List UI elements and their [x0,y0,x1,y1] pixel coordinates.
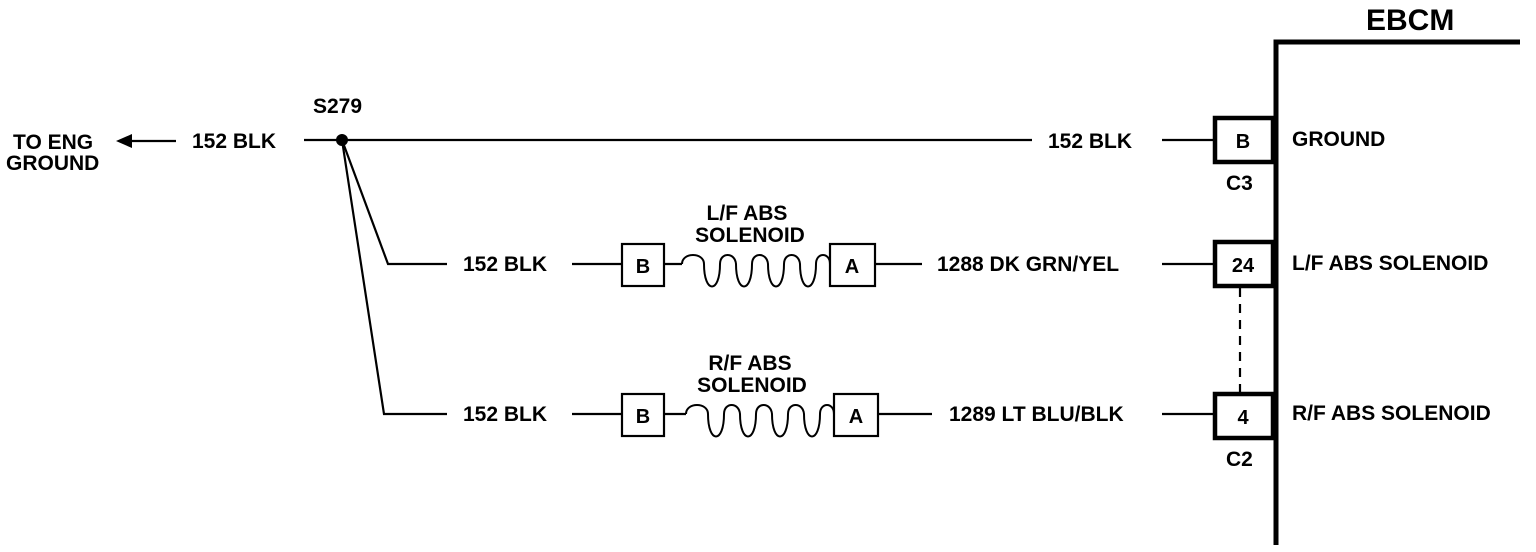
ebcm-pin-rf-label: 4 [1237,407,1249,429]
ebcm-pin-rf [1212,391,1276,441]
wire-label-left-ground: 152 BLK [192,130,276,153]
ebcm-pin-ground-label: B [1236,131,1250,153]
wire-branch-rf [340,139,447,416]
ebcm-title: EBCM [1366,4,1454,37]
lf-solenoid-label-line1: L/F ABS [707,202,788,225]
lf-solenoid-pin-a-label: A [845,256,859,278]
ebcm-function-rf: R/F ABS SOLENOID [1292,402,1491,425]
lf-solenoid-pin-b-label: B [636,256,650,278]
connector-c3-label: C3 [1226,172,1253,195]
rf-solenoid-pin-b-label: B [636,406,650,428]
wire-label-ground-run: 152 BLK [1048,130,1132,153]
wire-label-rf-ground: 152 BLK [463,403,547,426]
rf-solenoid-coil-icon [664,404,835,438]
ebcm-function-lf: L/F ABS SOLENOID [1292,252,1488,275]
lf-solenoid-coil-icon [664,254,831,288]
wire-label-lf-ground: 152 BLK [463,253,547,276]
wire-branch-lf [340,139,447,266]
ground-destination-line2: GROUND [6,152,99,175]
connector-c2-label: C2 [1226,448,1253,471]
ground-destination-line1: TO ENG [13,131,93,154]
arrow-left-icon [116,134,176,148]
lf-solenoid-label-line2: SOLENOID [695,224,805,247]
rf-solenoid-label-line2: SOLENOID [697,374,807,397]
ebcm-pin-lf-label: 24 [1232,255,1255,277]
ebcm-module-outline [1273,39,1520,545]
splice-label: S279 [313,95,362,118]
wire-label-lf-signal: 1288 DK GRN/YEL [937,253,1119,276]
lf-solenoid-pin-b [620,242,666,288]
rf-solenoid-label-line1: R/F ABS [708,352,791,375]
rf-solenoid-pin-a-label: A [849,406,863,428]
ebcm-function-ground: GROUND [1292,128,1385,151]
wire-label-rf-signal: 1289 LT BLU/BLK [949,403,1124,426]
ebcm-pin-lf [1212,239,1276,289]
ebcm-pin-ground [1212,115,1276,165]
